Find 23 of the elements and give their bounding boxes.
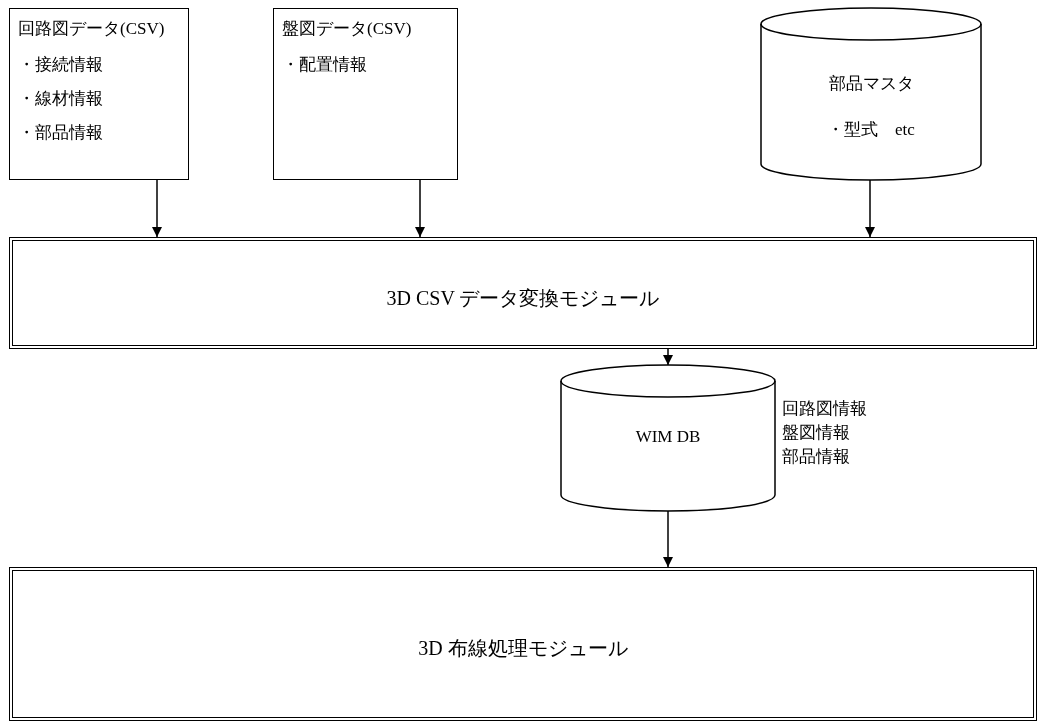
- arrow: [415, 179, 425, 238]
- side-note: 部品情報: [782, 446, 850, 468]
- data-box: [273, 8, 458, 180]
- bullet-item: ・部品情報: [18, 122, 103, 144]
- node-title: 部品マスタ: [827, 73, 915, 95]
- data-box: [9, 8, 189, 180]
- side-note: 盤図情報: [782, 422, 850, 444]
- bullet-item: ・配置情報: [282, 54, 367, 76]
- node-title: 3D CSV データ変換モジュール: [385, 286, 661, 311]
- bullet-item: ・接続情報: [18, 54, 103, 76]
- arrow: [663, 348, 673, 366]
- module-box: [9, 237, 1037, 349]
- arrow: [663, 510, 673, 568]
- side-note: 回路図情報: [782, 398, 867, 420]
- node-title: WIM DB: [634, 427, 702, 447]
- node-title: 回路図データ(CSV): [18, 18, 165, 40]
- arrow: [152, 179, 162, 238]
- bullet-item: ・線材情報: [18, 88, 103, 110]
- arrow: [865, 179, 875, 238]
- bullet-item: ・型式 etc: [826, 119, 916, 141]
- node-title: 盤図データ(CSV): [282, 18, 412, 40]
- module-box: [9, 567, 1037, 721]
- node-title: 3D 布線処理モジュール: [417, 636, 629, 661]
